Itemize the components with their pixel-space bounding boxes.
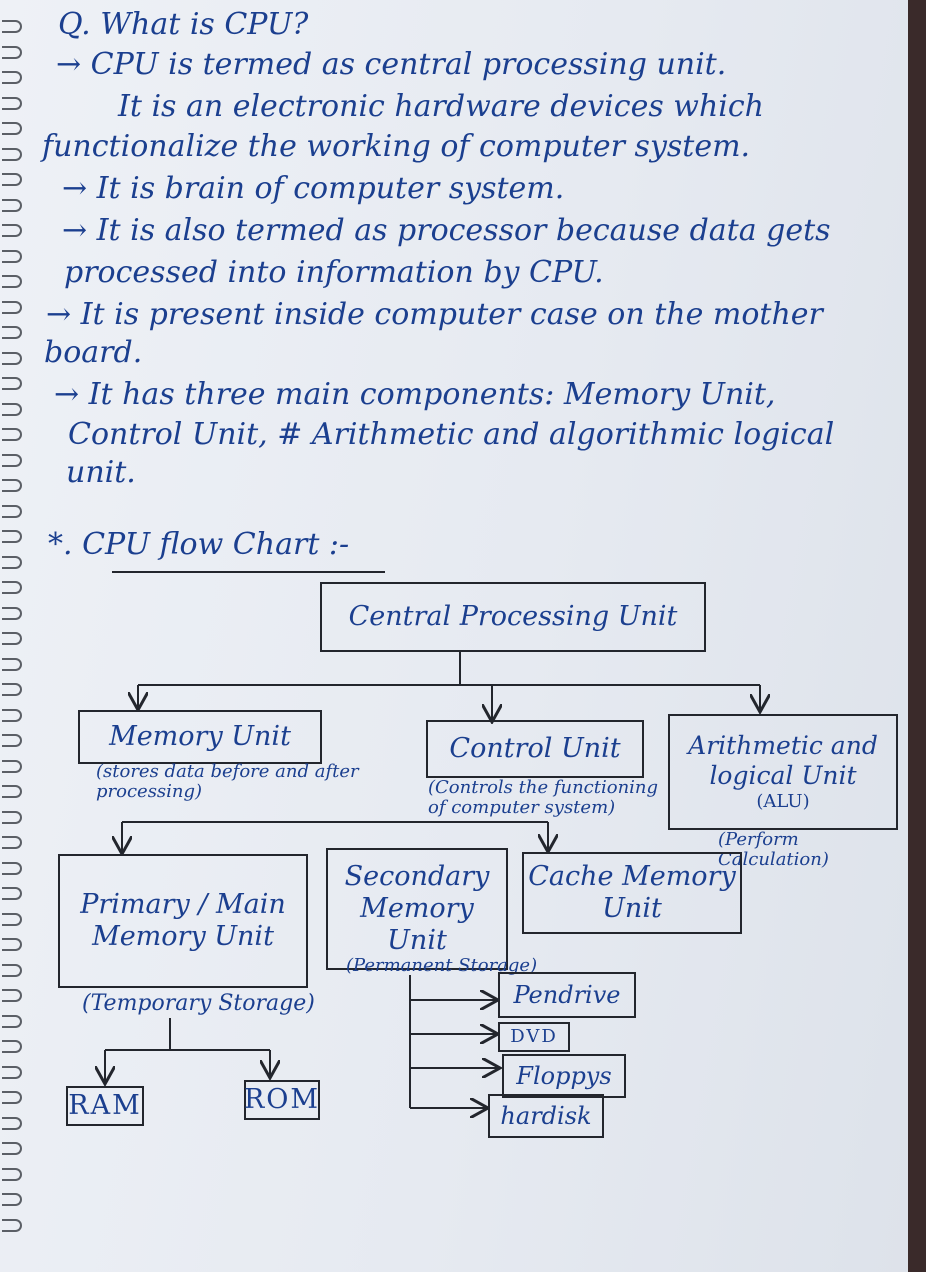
spiral-ring <box>2 1091 22 1104</box>
rom-box: ROM <box>244 1080 320 1120</box>
spiral-ring <box>2 300 22 314</box>
heading-prefix: Q. <box>58 7 91 42</box>
spiral-ring <box>2 1218 22 1232</box>
spiral-ring <box>2 71 22 84</box>
note-line-8: board. <box>44 335 143 370</box>
hardisk-box: hardisk <box>488 1094 604 1138</box>
note-line-9: → It has three main components: Memory U… <box>54 377 776 412</box>
spiral-ring <box>2 1040 22 1053</box>
note-line-1: → CPU is termed as central processing un… <box>56 47 727 82</box>
flowchart-title: CPU flow Chart :- <box>82 527 350 562</box>
spiral-ring <box>2 20 22 33</box>
spiral-ring <box>2 1193 22 1206</box>
spiral-ring <box>2 1065 22 1079</box>
secondary-memory-box: Secondary Memory Unit <box>326 848 508 970</box>
spiral-ring <box>2 657 22 671</box>
spiral-ring <box>2 45 22 59</box>
spiral-ring <box>2 606 22 620</box>
spiral-ring <box>2 810 22 824</box>
spiral-ring <box>2 198 22 212</box>
spiral-ring <box>2 555 22 569</box>
control-unit-note: (Controls the functioning of computer sy… <box>428 777 659 818</box>
question-heading: Q. What is CPU? <box>58 8 308 42</box>
heading-text: What is CPU? <box>100 7 309 42</box>
note-line-11: unit. <box>66 455 136 490</box>
page-edge <box>908 0 926 1272</box>
spiral-ring <box>2 912 22 926</box>
memory-unit-note: (stores data before and after processing… <box>96 761 359 802</box>
spiral-ring <box>2 989 22 1002</box>
note-line-10: Control Unit, # Arithmetic and algorithm… <box>68 417 835 452</box>
spiral-ring <box>2 1116 22 1130</box>
primary-memory-box: Primary / Main Memory Unit <box>58 854 308 988</box>
note-line-6: processed into information by CPU. <box>64 255 604 290</box>
spiral-ring <box>2 1167 22 1181</box>
note-line-3: functionalize the working of computer sy… <box>42 129 751 164</box>
spiral-ring <box>2 453 22 467</box>
spiral-ring <box>2 759 22 773</box>
dvd-box: DVD <box>498 1022 570 1052</box>
spiral-ring <box>2 632 22 645</box>
spiral-ring <box>2 1014 22 1028</box>
spiral-ring <box>2 224 22 237</box>
memory-unit-box: Memory Unit <box>78 710 322 764</box>
spiral-ring <box>2 479 22 492</box>
spiral-ring <box>2 887 22 900</box>
note-line-4: → It is brain of computer system. <box>62 171 565 206</box>
spiral-ring <box>2 836 22 849</box>
spiral-binding <box>0 20 22 1250</box>
spiral-ring <box>2 147 22 161</box>
spiral-ring <box>2 734 22 747</box>
spiral-ring <box>2 1142 22 1155</box>
spiral-ring <box>2 683 22 696</box>
floppy-box: Floppys <box>502 1054 626 1098</box>
spiral-ring <box>2 122 22 135</box>
spiral-ring <box>2 963 22 977</box>
spiral-ring <box>2 504 22 518</box>
alu-box: Arithmetic and logical Unit (ALU) <box>668 714 898 830</box>
spiral-ring <box>2 96 22 110</box>
spiral-ring <box>2 351 22 365</box>
secondary-memory-note: (Permanent Storage) <box>346 955 538 976</box>
spiral-ring <box>2 275 22 288</box>
spiral-ring <box>2 938 22 951</box>
spiral-ring <box>2 708 22 722</box>
spiral-ring <box>2 326 22 339</box>
note-line-7: → It is present inside computer case on … <box>46 297 823 332</box>
cache-memory-box: Cache Memory Unit <box>522 852 742 934</box>
spiral-ring <box>2 428 22 441</box>
spiral-ring <box>2 785 22 798</box>
spiral-ring <box>2 581 22 594</box>
control-unit-box: Control Unit <box>426 720 644 778</box>
spiral-ring <box>2 530 22 543</box>
spiral-ring <box>2 249 22 263</box>
spiral-ring <box>2 377 22 390</box>
alu-label: Arithmetic and logical Unit <box>688 731 878 790</box>
spiral-ring <box>2 402 22 416</box>
spiral-ring <box>2 173 22 186</box>
spiral-ring <box>2 861 22 875</box>
ram-box: RAM <box>66 1086 144 1126</box>
note-line-5: → It is also termed as processor because… <box>62 213 831 248</box>
flowchart-prefix: *. <box>48 527 73 562</box>
cpu-root-box: Central Processing Unit <box>320 582 706 652</box>
alu-abbr: (ALU) <box>756 791 810 812</box>
flowchart-heading: *. CPU flow Chart :- <box>48 528 349 562</box>
pendrive-box: Pendrive <box>498 972 636 1018</box>
alu-note: (Perform Calculation) <box>718 829 829 870</box>
primary-memory-note: (Temporary Storage) <box>82 991 315 1016</box>
note-line-2: It is an electronic hardware devices whi… <box>118 89 764 124</box>
